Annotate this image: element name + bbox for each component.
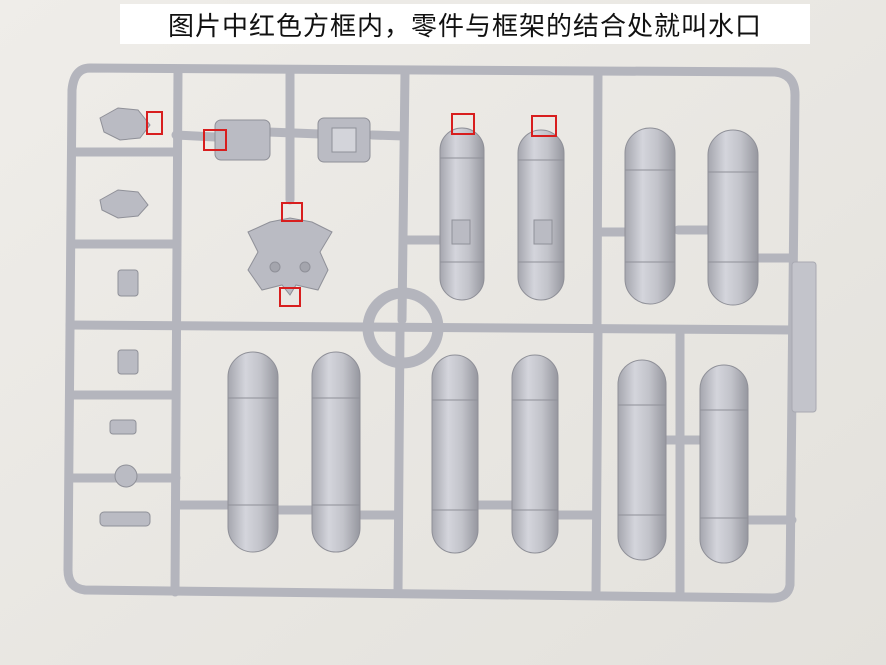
runner-ring bbox=[362, 287, 444, 369]
caption-text: 图片中红色方框内，零件与框架的结合处就叫水口 bbox=[167, 11, 762, 42]
small-parts bbox=[99, 107, 553, 527]
highlight-box bbox=[203, 129, 227, 151]
highlight-box bbox=[146, 111, 163, 135]
lower-tanks bbox=[227, 351, 749, 564]
highlight-box bbox=[279, 287, 301, 307]
sprue-tag bbox=[791, 261, 817, 413]
caption-banner: 图片中红色方框内，零件与框架的结合处就叫水口 bbox=[120, 4, 810, 44]
highlight-box bbox=[281, 202, 303, 222]
upper-tanks bbox=[439, 127, 759, 306]
highlight-box bbox=[451, 113, 475, 135]
highlight-box bbox=[531, 115, 557, 137]
gate-highlights bbox=[146, 111, 557, 307]
